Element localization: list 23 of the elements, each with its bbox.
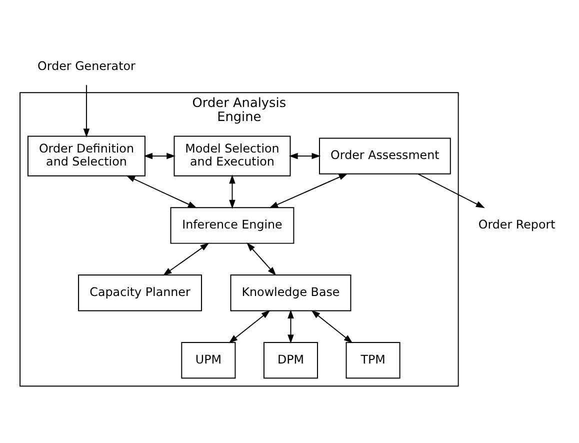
node-box: Model Selection and Execution xyxy=(174,136,291,176)
node-text: Order Report xyxy=(478,218,556,232)
arrow xyxy=(228,310,270,344)
arrow xyxy=(246,242,276,276)
node-box: Knowledge Base xyxy=(230,274,352,312)
arrow xyxy=(269,173,348,208)
arrow xyxy=(144,152,176,160)
node-box: TPM xyxy=(346,342,400,379)
arrow xyxy=(83,84,90,138)
node-box: Order Definition and Selection xyxy=(27,136,146,176)
node-box: Inference Engine xyxy=(170,207,294,244)
arrow xyxy=(418,174,485,208)
arrow xyxy=(311,310,353,344)
node-box: Order Assessment xyxy=(319,138,451,174)
arrow xyxy=(288,152,321,160)
arrow xyxy=(162,242,210,276)
arrow xyxy=(288,310,294,344)
node-box: DPM xyxy=(263,342,318,379)
node-text: Order Generator xyxy=(38,58,136,73)
node-box: UPM xyxy=(181,342,236,379)
arrow xyxy=(229,174,236,209)
node-box: Capacity Planner xyxy=(78,274,202,312)
arrow xyxy=(126,175,197,208)
